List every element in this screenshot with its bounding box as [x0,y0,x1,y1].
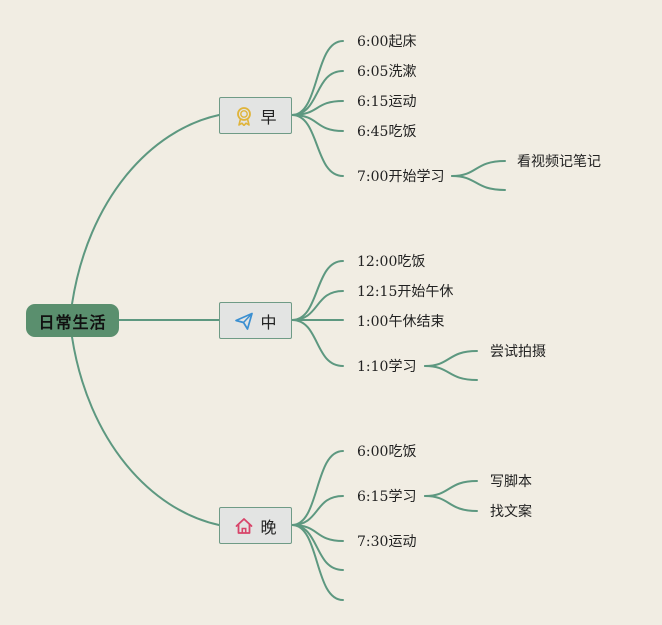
connector-evening-leaf [291,524,344,601]
connector-morning-leaf [291,70,344,116]
branch-node-noon[interactable]: 中 [219,302,292,339]
connector-noon-leaf [291,319,344,367]
branch-label-noon: 中 [260,312,277,332]
branch-node-morning[interactable]: 早 [219,97,292,134]
connector-sub-evening-study [424,495,478,512]
leaf-item[interactable]: 6:15运动 [357,94,417,110]
connector-noon-leaf [291,290,344,321]
sub-leaf-item[interactable]: 找文案 [490,504,532,520]
root-node[interactable]: 日常生活 [26,304,119,337]
leaf-item[interactable]: 6:00起床 [357,34,417,50]
leaf-item[interactable]: 6:15学习 [357,489,417,505]
connector-sub-noon-study [424,350,478,367]
paper-plane-icon [234,311,254,331]
branch-label-morning: 早 [260,107,277,127]
leaf-item[interactable]: 7:30运动 [357,534,417,550]
root-label: 日常生活 [38,312,107,332]
leaf-item[interactable]: 12:00吃饭 [357,254,426,270]
leaf-item[interactable]: 1:00午休结束 [357,314,445,330]
leaf-item[interactable]: 7:00开始学习 [357,169,445,185]
branch-node-evening[interactable]: 晚 [219,507,292,544]
connector-evening-leaf [291,450,344,526]
sub-leaf-item[interactable]: 看视频记笔记 [517,154,601,170]
leaf-item[interactable]: 6:45吃饭 [357,124,417,140]
leaf-item[interactable]: 12:15开始午休 [357,284,454,300]
connector-morning-leaf [291,114,344,177]
connector-morning-leaf [291,40,344,116]
connector-root-morning [71,114,220,305]
connector-root-evening [71,336,220,526]
sub-leaf-item[interactable]: 尝试拍摄 [490,344,546,360]
home-icon [234,516,254,536]
connector-evening-leaf [291,495,344,526]
sub-leaf-item[interactable]: 写脚本 [490,474,532,490]
connector-sub-evening-study [424,480,478,497]
leaf-item[interactable]: 6:05洗漱 [357,64,417,80]
award-ribbon-icon [234,106,254,126]
connector-sub-study [451,175,506,191]
connector-sub-study [451,160,506,177]
connector-sub-noon-study [424,365,478,381]
connector-noon-leaf [291,260,344,321]
branch-label-evening: 晚 [260,517,277,537]
leaf-item[interactable]: 1:10学习 [357,359,417,375]
leaf-item[interactable]: 6:00吃饭 [357,444,417,460]
